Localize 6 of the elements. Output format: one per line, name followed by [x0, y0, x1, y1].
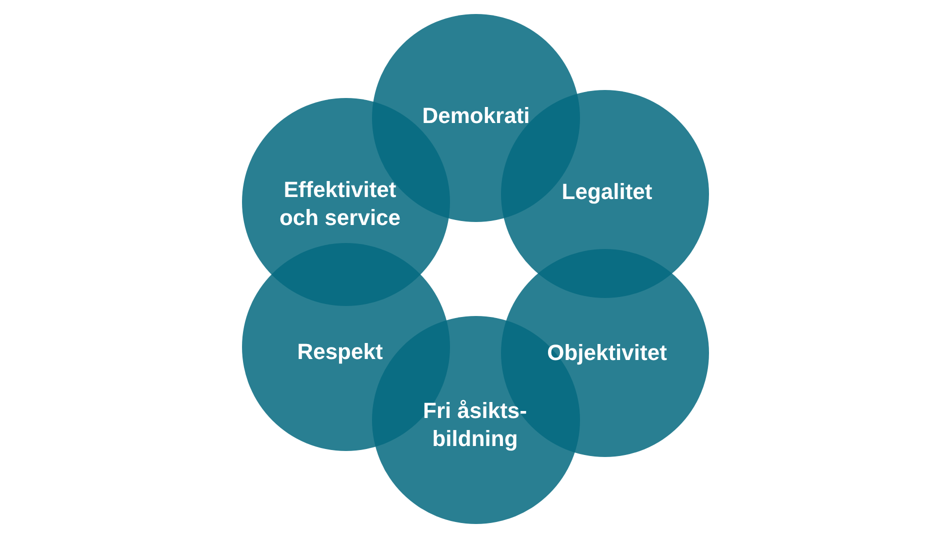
- circle-label: Objektivitet: [547, 339, 667, 367]
- circle-label: Legalitet: [562, 178, 652, 206]
- circle-label: Effektivitet och service: [278, 176, 402, 232]
- circle-label: Demokrati: [422, 102, 530, 130]
- circle-label: Fri åsikts-bildning: [422, 397, 528, 453]
- circle-label: Respekt: [297, 338, 383, 366]
